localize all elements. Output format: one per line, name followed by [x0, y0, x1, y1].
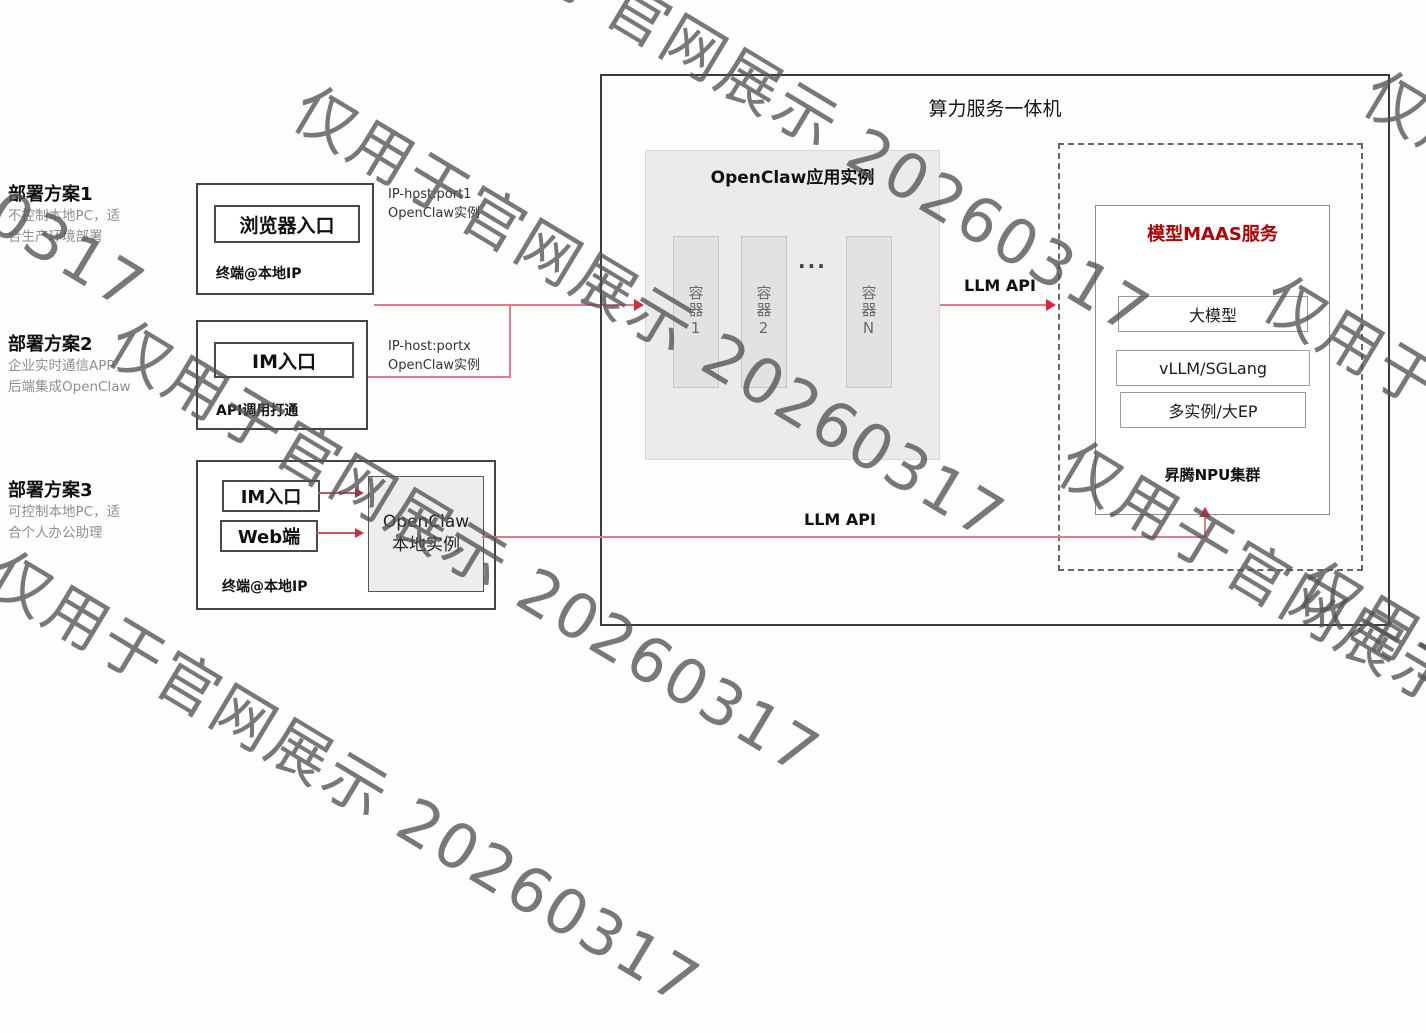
connector-merge-horizontal — [374, 304, 638, 306]
scheme1-desc-line2: 合生产环境部署 — [8, 228, 103, 245]
maas-service-box: 模型MAAS服务 大模型 vLLM/SGLang 多实例/大EP 昇腾NPU集群 — [1095, 205, 1330, 515]
container-n: 容器N — [846, 236, 892, 388]
scheme2-footer: API调用打通 — [216, 403, 299, 419]
npu-zone-dashed-box — [1058, 143, 1363, 571]
scheme1-description: 不控制本地PC，适 合生产环境部署 — [8, 206, 120, 248]
scheme3-box: IM入口 Web端 OpenClaw 本地实例 终端@本地IP — [196, 460, 496, 610]
scheme1-footer: 终端@本地IP — [216, 266, 302, 282]
connector-app-to-maas — [940, 304, 1050, 306]
maas-item-vllm-sglang: vLLM/SGLang — [1116, 350, 1310, 386]
arrow-web-to-local — [316, 532, 356, 534]
scheme2-conn-line1: IP-host:portx — [388, 339, 471, 354]
scheme3-title: 部署方案3 — [8, 480, 93, 501]
maas-item-large-model: 大模型 — [1118, 296, 1308, 332]
scheme1-conn-line1: IP-host:port1 — [388, 187, 472, 202]
scheme2-im-entry: IM入口 — [214, 342, 354, 378]
scheme2-desc-line2: 后端集成OpenClaw — [8, 378, 131, 395]
connector-local-to-maas-horizontal — [482, 536, 1206, 538]
connector-merge-vertical — [509, 305, 511, 377]
scheme1-box: 浏览器入口 终端@本地IP — [196, 183, 374, 295]
watermark: 仅用于官网展示 20260317 — [0, 0, 159, 326]
arrowhead-up-into-maas-icon — [1199, 507, 1211, 517]
scheme3-web-entry: Web端 — [220, 520, 318, 552]
scheme1-title: 部署方案1 — [8, 184, 93, 205]
maas-item-multi-instance: 多实例/大EP — [1120, 392, 1306, 428]
scheme2-connection-label: IP-host:portx OpenClaw实例 — [388, 338, 480, 376]
scheme3-openclaw-local-instance: OpenClaw 本地实例 — [368, 476, 484, 592]
scheme1-desc-line1: 不控制本地PC，适 — [8, 208, 121, 224]
scheme1-browser-entry: 浏览器入口 — [214, 205, 360, 243]
scheme1-conn-line2: OpenClaw实例 — [388, 205, 481, 221]
scheme3-desc-line2: 合个人办公助理 — [8, 524, 103, 541]
llm-api-bottom-label: LLM API — [804, 510, 876, 529]
server-title: 算力服务一体机 — [928, 98, 1062, 120]
scheme2-conn-line2: OpenClaw实例 — [388, 357, 481, 373]
scheme3-description: 可控制本地PC，适 合个人办公助理 — [8, 502, 120, 544]
connector-scheme2-horizontal — [368, 376, 511, 378]
connector-local-to-maas-vertical — [1204, 518, 1206, 537]
containers-ellipsis: ... — [798, 249, 827, 273]
container-1: 容器1 — [673, 236, 719, 388]
scheme1-connection-label: IP-host:port1 OpenClaw实例 — [388, 186, 480, 224]
scheme3-desc-line1: 可控制本地PC，适 — [8, 504, 121, 520]
local-instance-line1: OpenClaw — [382, 512, 470, 533]
maas-title: 模型MAAS服务 — [1147, 224, 1278, 245]
llm-api-top-label: LLM API — [964, 276, 1036, 295]
arrowhead-web-to-local-icon — [355, 528, 364, 538]
local-instance-line2: 本地实例 — [391, 535, 460, 555]
scheme3-im-entry: IM入口 — [222, 480, 320, 512]
openclaw-app-instances-box: OpenClaw应用实例 容器1 容器2 ... 容器N — [645, 150, 940, 460]
scheme2-box: IM入口 API调用打通 — [196, 320, 368, 430]
openclaw-app-instances-title: OpenClaw应用实例 — [710, 168, 875, 188]
arrowhead-into-maas-icon — [1046, 299, 1056, 311]
arrow-im-to-local — [318, 492, 356, 494]
arrowhead-into-appbox-icon — [634, 299, 644, 311]
scheme2-description: 企业实时通信APP， 后端集成OpenClaw — [8, 356, 131, 398]
server-box — [600, 74, 1390, 626]
maas-footer-npu-cluster: 昇腾NPU集群 — [1164, 466, 1261, 484]
scheme2-title: 部署方案2 — [8, 334, 93, 355]
arrowhead-im-to-local-icon — [355, 488, 364, 498]
scheme3-footer: 终端@本地IP — [222, 579, 308, 595]
container-2: 容器2 — [741, 236, 787, 388]
scheme2-desc-line1: 企业实时通信APP， — [8, 358, 129, 374]
